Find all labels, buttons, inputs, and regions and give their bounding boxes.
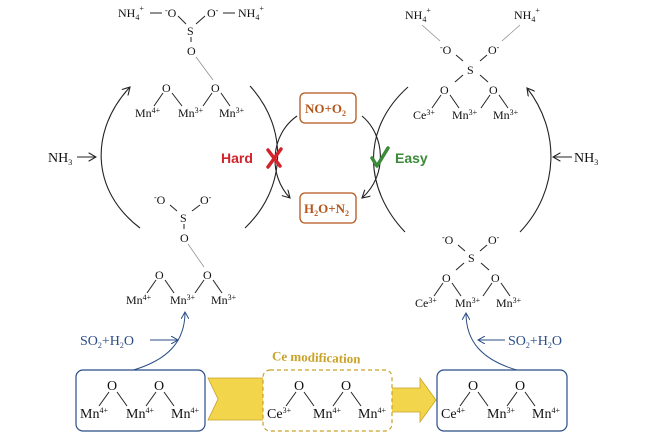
o-label: O bbox=[515, 379, 525, 394]
right-reaction-arrow bbox=[362, 115, 381, 198]
mn3-label: Mn3+ bbox=[455, 296, 481, 310]
o-minus-label: -O bbox=[154, 193, 166, 207]
o-label: O bbox=[442, 271, 451, 285]
o-minus-label: -O bbox=[165, 6, 177, 20]
mn3-label: Mn3+ bbox=[493, 108, 519, 122]
o-label: O bbox=[468, 379, 478, 394]
s-label: S bbox=[187, 24, 194, 38]
left-cycle-arc bbox=[244, 85, 279, 229]
nh3-left-label: NH3 bbox=[48, 151, 72, 167]
left-cycle-arrow bbox=[100, 87, 141, 229]
o-minus-label: O- bbox=[488, 233, 500, 247]
ce-modification-chevron bbox=[207, 377, 265, 421]
nh3-right-label: NH3 bbox=[574, 151, 598, 167]
ce-sup3-label: Ce3+ bbox=[267, 406, 292, 422]
o-minus-label: O- bbox=[207, 6, 219, 20]
o-label: O bbox=[187, 44, 196, 58]
ce-sup4-label: Ce4+ bbox=[441, 406, 466, 422]
o-minus-label: -O bbox=[440, 43, 452, 57]
o-minus-label: -O bbox=[442, 233, 454, 247]
o-label: O bbox=[341, 379, 351, 394]
top-right-ammonium-sulfate-species: NH4+ NH4+ -O O- S O O Ce3+ Mn3+ Mn3+ bbox=[405, 6, 540, 122]
cross-icon bbox=[266, 147, 283, 169]
left-reaction-arrow bbox=[274, 115, 298, 198]
nh4-label: NH4+ bbox=[514, 6, 540, 24]
o-minus-label: O- bbox=[488, 43, 500, 57]
mn3-label: Mn3+ bbox=[178, 106, 204, 120]
ce-doped-intermediate-box bbox=[262, 369, 393, 432]
ce3-label: Ce3+ bbox=[415, 296, 437, 310]
mn-sup4-label: Mn4+ bbox=[126, 406, 154, 422]
o-label: O bbox=[155, 268, 164, 282]
ce-modification-arrow bbox=[389, 376, 437, 424]
mnox-catalyst-box bbox=[75, 369, 206, 432]
middle-left-sulfate-species: -O O- S O O O Mn4+ Mn3+ Mn3+ bbox=[126, 193, 237, 307]
o-minus-label: O- bbox=[200, 193, 212, 207]
h2o-n2-label: H2O+N2 bbox=[304, 201, 349, 218]
o-label: O bbox=[154, 379, 164, 394]
o-label: O bbox=[489, 83, 498, 97]
s-label: S bbox=[467, 63, 474, 77]
middle-right-sulfate-species: -O O- S O O Ce3+ Mn3+ Mn3+ bbox=[415, 233, 522, 310]
mn3-label: Mn3+ bbox=[219, 106, 245, 120]
ce-modification-label: Ce modification bbox=[272, 348, 362, 366]
mn4-label: Mn4+ bbox=[135, 106, 161, 120]
o-label: O bbox=[203, 268, 212, 282]
no-o2-label: NO+O2 bbox=[305, 101, 346, 118]
nh4-label: NH4+ bbox=[118, 4, 144, 22]
mn-sup4-label: Mn4+ bbox=[358, 406, 386, 422]
mn4-label: Mn4+ bbox=[126, 293, 152, 307]
o-label: O bbox=[440, 83, 449, 97]
ce3-label: Ce3+ bbox=[413, 108, 435, 122]
product-box bbox=[299, 192, 357, 224]
check-icon bbox=[370, 146, 390, 168]
s-label: S bbox=[468, 251, 475, 265]
right-cycle-arrow bbox=[519, 88, 552, 233]
mn-sup4-label: Mn4+ bbox=[532, 406, 560, 422]
mn-sup4-label: Mn4+ bbox=[313, 406, 341, 422]
reactant-box bbox=[299, 92, 357, 124]
so2-h2o-right-label: SO2+H2O bbox=[508, 334, 562, 350]
right-so2-arrow bbox=[466, 313, 521, 372]
o-label: O bbox=[211, 81, 220, 95]
nh4-label: NH4+ bbox=[238, 4, 264, 22]
o-label: O bbox=[491, 271, 500, 285]
mn-sup4-label: Mn4+ bbox=[171, 406, 199, 422]
mn-sup4-label: Mn4+ bbox=[80, 406, 108, 422]
o-label: O bbox=[180, 231, 189, 245]
mn3-label: Mn3+ bbox=[496, 296, 522, 310]
mn3-label: Mn3+ bbox=[170, 293, 196, 307]
left-so2-arrow bbox=[129, 312, 185, 372]
hard-label: Hard bbox=[221, 150, 253, 166]
o-label: O bbox=[107, 379, 117, 394]
mn3-label: Mn3+ bbox=[211, 293, 237, 307]
mn3-label: Mn3+ bbox=[452, 108, 478, 122]
top-left-ammonium-sulfate-species: NH4+ -O O- NH4+ S O O O Mn4+ Mn3+ Mn3+ bbox=[118, 4, 264, 120]
easy-label: Easy bbox=[395, 150, 428, 166]
ce-mnox-catalyst-box bbox=[436, 369, 568, 432]
s-label: S bbox=[180, 211, 187, 225]
nh4-label: NH4+ bbox=[405, 6, 431, 24]
so2-h2o-left-label: SO2+H2O bbox=[80, 334, 134, 350]
mn-sup3-label: Mn3+ bbox=[487, 406, 515, 422]
o-label: O bbox=[162, 81, 171, 95]
o-label: O bbox=[294, 379, 304, 394]
